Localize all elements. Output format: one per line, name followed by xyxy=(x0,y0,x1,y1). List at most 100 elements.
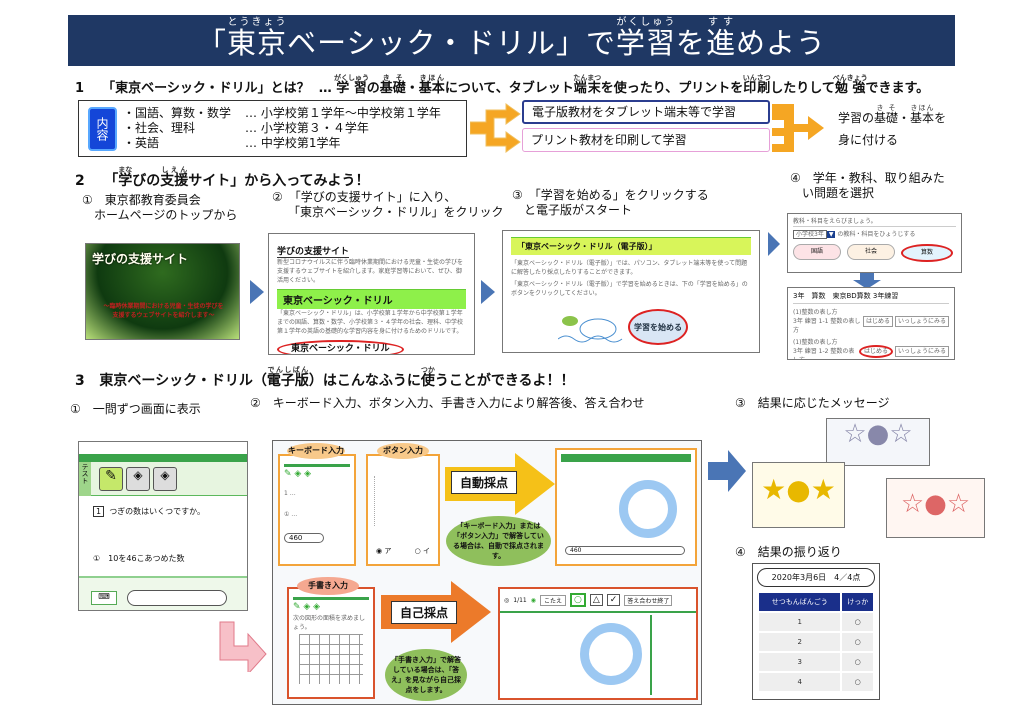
section1-heading: 1 「東京ベーシック・ドリル」とは？ … 学習がくしゅうの基礎きそ・基本きほんに… xyxy=(75,74,930,96)
triangle-mark-button[interactable]: △ xyxy=(589,594,603,606)
method-print: プリント教材を印刷して学習 xyxy=(522,128,770,152)
arrow-right-icon xyxy=(768,232,780,256)
radio-a[interactable]: ◉ ア xyxy=(376,547,392,555)
grade-select-hint: の教科・科目をひょうじする xyxy=(837,231,916,238)
keyboard-input-frame: ✎ ◈ ◈ 1 … ① … 460 xyxy=(278,454,356,566)
step2-1: ① 東京都教育委員会ホームページのトップから xyxy=(82,193,238,222)
subject-select-screenshot: 教科・科目をえらびましょう。 小学校3年▼ の教科・科目をひょうじする 国語 社… xyxy=(787,213,962,273)
table-row: 1○ xyxy=(759,613,873,631)
test-tab[interactable]: テスト xyxy=(79,461,91,496)
step3-1: ① 一問ずつ画面に表示 xyxy=(70,402,201,416)
subject-list: ・国語、算数・数学 ・社会、理科 ・英語 xyxy=(123,106,232,150)
auto-grade-frame: 460 xyxy=(555,448,697,566)
arrow-down-icon xyxy=(853,273,881,289)
message-image-try: ☆●☆ xyxy=(886,478,985,538)
eraser-all-icon[interactable]: ◈ xyxy=(153,466,177,491)
bird-stars-icon: ☆●☆ xyxy=(900,489,971,519)
step3-3: ③ 結果に応じたメッセージ xyxy=(735,396,890,410)
subject-button-social[interactable]: 社会 xyxy=(847,244,895,260)
banner-title: 学びの支援サイト xyxy=(92,252,189,266)
button-input-frame: ◉ ア ○ イ xyxy=(366,454,440,566)
row-result: ○ xyxy=(842,673,873,691)
column-question-number: せつもんばんごう xyxy=(759,593,841,611)
question-number: 1 xyxy=(93,506,105,517)
e-drill-screenshot: 「東京ベーシック・ドリル（電子版）」 「東京ベーシック・ドリル（電子版）」では、… xyxy=(502,230,760,353)
site-title: 学びの支援サイト xyxy=(277,244,350,258)
handwriting-frame: ✎ ◈ ◈ 次の図形の面積を求めましょう。 xyxy=(287,587,375,699)
row-number: 3 xyxy=(759,653,841,671)
correct-circle-icon xyxy=(580,623,642,685)
view-drill-button[interactable]: いっしょうにみる xyxy=(894,316,949,327)
row-number: 1 xyxy=(759,613,841,631)
auto-grade-label: 自動採点 xyxy=(451,471,518,494)
arrow-right-icon xyxy=(250,280,264,304)
e-drill-text1: 「東京ベーシック・ドリル（電子版）」では、パソコン、タブレット端末等を使って問題… xyxy=(511,260,748,276)
basic-drill-link[interactable]: 東京ベーシック・ドリル xyxy=(277,340,404,354)
auto-grade-note: 「キーボード入力」または「ボタン入力」で解答している場合は、自動で採点されます。 xyxy=(446,516,551,566)
e-drill-text2: 「東京ベーシック・ドリル（電子版）」で学習を始めるときは、下の「学習を始める」の… xyxy=(511,281,748,297)
contents-box: 内容 ・国語、算数・数学 ・社会、理科 ・英語 … 小学校第１学年～中学校第１学… xyxy=(78,100,467,157)
mascot-icon xyxy=(558,316,623,343)
view-drill-button[interactable]: いっしょうにみる xyxy=(894,346,949,357)
message-image-good: ☆●☆ xyxy=(826,418,930,466)
keyboard-answer[interactable]: 460 xyxy=(284,533,324,543)
row-result: ○ xyxy=(842,613,873,631)
prev-icon[interactable]: ◎ xyxy=(504,596,510,604)
circle-mark-button[interactable]: ○ xyxy=(570,593,586,607)
tool-icons: ✎ ◈ ◈ xyxy=(293,602,321,612)
start-drill-button[interactable]: はじめる xyxy=(862,316,893,327)
arrow-right-icon xyxy=(708,450,746,492)
page-title: 「東京とうきょうベーシック・ドリル」で学習がくしゅうを進すすめよう xyxy=(68,15,955,66)
question-text: つぎの数はいくつですか。 xyxy=(109,507,206,516)
column-result: けっか xyxy=(842,593,873,611)
section2-heading: 2 「学まなびの支援しえんサイト」から入ってみよう！ xyxy=(75,166,370,189)
site-intro: 新型コロナウイルスに伴う臨時休業期間における児童・生徒の学びを支援するウェブサイ… xyxy=(277,259,464,284)
grade-select[interactable]: 小学校3年 xyxy=(793,230,827,239)
row-number: 2 xyxy=(759,633,841,651)
step3-2: ② キーボード入力、ボタン入力、手書き入力により解答後、答え合わせ xyxy=(250,396,645,410)
start-drill-button[interactable]: はじめる xyxy=(858,345,893,358)
bird-stars-icon: ☆●☆ xyxy=(843,419,913,449)
handwriting-question: 次の図形の面積を求めましょう。 xyxy=(293,615,366,631)
next-icon[interactable]: ◉ xyxy=(530,596,536,604)
start-learning-button[interactable]: 学習を始める xyxy=(628,309,688,345)
table-row: 4○ xyxy=(759,673,873,691)
button-input-label: ボタン入力 xyxy=(377,443,429,459)
message-image-excellent: ★●★ xyxy=(752,462,845,528)
keyboard-icon[interactable]: ⌨ xyxy=(91,591,117,605)
site-section-title: 東京ベーシック・ドリル xyxy=(277,289,466,309)
subject-button-japanese[interactable]: 国語 xyxy=(793,244,841,260)
method-electronic: 電子版教材をタブレット端末等で学習 xyxy=(522,100,770,124)
section3-heading: 3 東京ベーシック・ドリル（電子版でんしばん）はこんなふうに使つかうことができる… xyxy=(75,366,575,389)
row-result: ○ xyxy=(842,633,873,651)
contents-badge: 内容 xyxy=(88,107,117,151)
grid-figure xyxy=(299,634,363,684)
divider xyxy=(650,615,652,695)
finish-grading-button[interactable]: 答え合わせ終了 xyxy=(624,594,673,606)
select-prompt: 教科・科目をえらびましょう。 xyxy=(793,217,956,227)
grade-list: … 小学校第１学年～中学校第１学年 … 小学校第３・４学年 … 中学校第1学年 xyxy=(245,106,441,150)
results-table: せつもんばんごうけっか 1○ 2○ 3○ 4○ xyxy=(757,591,875,693)
check-mark-button[interactable]: ✓ xyxy=(606,594,621,606)
dropdown-arrow-icon[interactable]: ▼ xyxy=(826,231,836,238)
radio-b[interactable]: ○ イ xyxy=(414,547,430,555)
table-row: 3○ xyxy=(759,653,873,671)
answer-input[interactable] xyxy=(127,590,227,606)
eraser-icon[interactable]: ◈ xyxy=(126,466,150,491)
result-goal: 学習の基礎きそ・基本きほんを 身に付ける xyxy=(838,104,947,147)
row-number: 4 xyxy=(759,673,841,691)
results-table-screenshot: 2020年3月6日 4／4点 せつもんばんごうけっか 1○ 2○ 3○ 4○ xyxy=(752,563,880,700)
support-site-banner[interactable]: 学びの支援サイト ～臨時休業期間における児童・生徒の学びを支援するウェブサイトを… xyxy=(85,243,240,340)
results-header: 2020年3月6日 4／4点 xyxy=(757,568,875,587)
tool-icons: ✎ ◈ ◈ xyxy=(284,469,312,479)
step2-4: ④ 学年・教科、取り組みたい問題を選択 xyxy=(790,171,945,200)
support-site-screenshot: 学びの支援サイト 新型コロナウイルスに伴う臨時休業期間における児童・生徒の学びを… xyxy=(268,233,475,355)
pencil-icon[interactable]: ✎ xyxy=(99,466,123,491)
answer-methods-panel: ✎ ◈ ◈ 1 … ① … 460 キーボード入力 ◉ ア○ イ ボタン入力 自… xyxy=(272,440,702,705)
subject-button-math[interactable]: 算数 xyxy=(901,244,953,262)
step2-2: ② 「学びの支援サイト」に入り、「東京ベーシック・ドリル」をクリック xyxy=(272,190,504,219)
show-answer-button[interactable]: こたえ xyxy=(539,594,566,606)
self-grade-note: 「手書き入力」で解答している場合は、「答え」を見ながら自己採点をします。 xyxy=(385,649,467,701)
sub-question: ① 10を46こあつめた数 xyxy=(93,554,185,563)
